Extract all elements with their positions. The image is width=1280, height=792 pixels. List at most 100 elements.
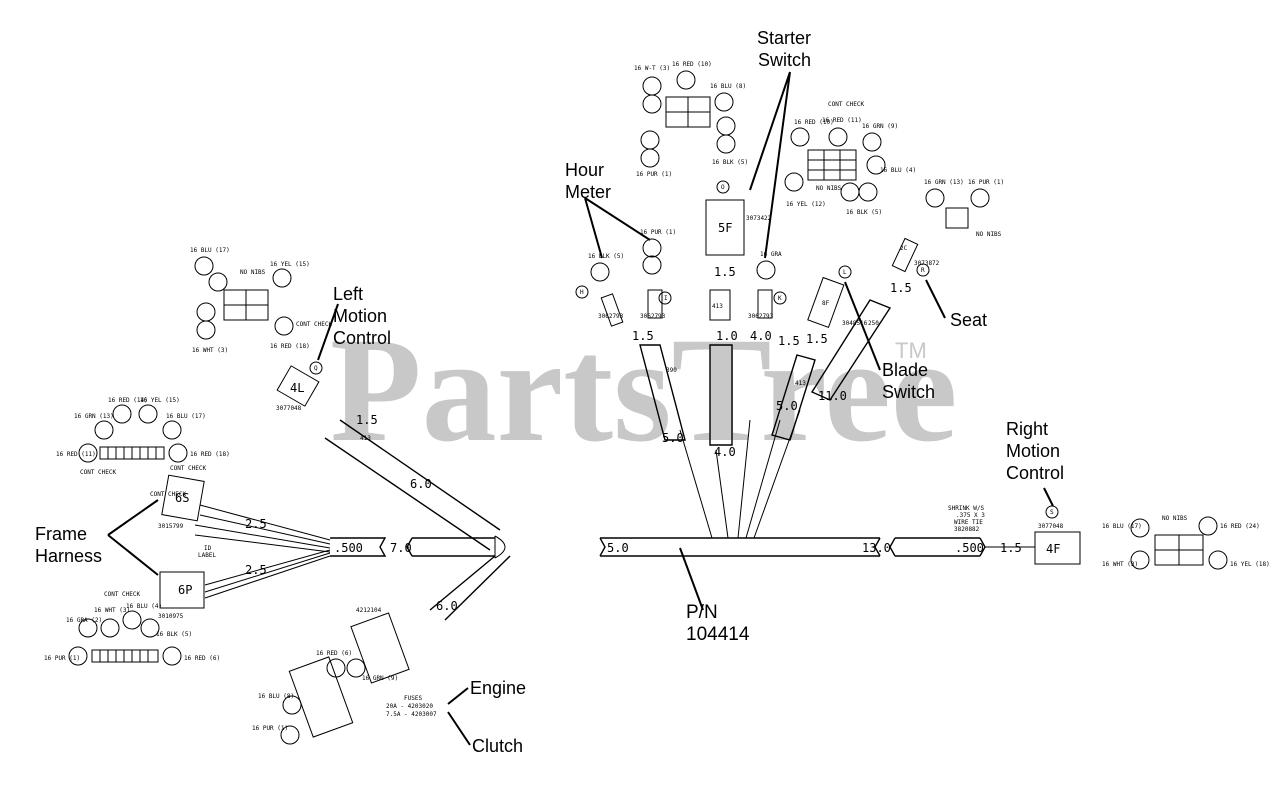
connector-413-starter <box>709 289 731 321</box>
connector-5f <box>705 199 745 256</box>
blade-wire-7: 16 BLK (5) <box>846 209 882 216</box>
hour-wire-0: 16 BLK (5) <box>588 253 624 260</box>
part-3048516: 3048516 <box>842 320 868 327</box>
connector-413-b: 413 <box>795 380 806 387</box>
connector-gra <box>757 289 773 319</box>
connector-2c-label: 2C <box>900 245 908 252</box>
engine-wire-0: 16 RED (6) <box>316 650 352 657</box>
ref-k: K <box>778 295 782 302</box>
frame-top-wire-4: 16 RED (11) <box>56 451 96 458</box>
branch-seat <box>810 299 892 401</box>
dim-4-0: 4.0 <box>714 445 736 459</box>
dim-500-left: .500 <box>334 541 363 555</box>
frame-top-wire-5: 16 RED (18) <box>190 451 230 458</box>
shrink-note-0: SHRINK W/S <box>948 505 985 512</box>
connector-8f-label: 8F <box>822 300 830 307</box>
frame-top-wire-0: 16 GRN (13) <box>74 413 114 420</box>
leader-engine <box>447 687 469 705</box>
frame-bot-wire-6: 16 RED (6) <box>184 655 220 662</box>
frame-bot-wire-3: 16 GRA (2) <box>66 617 102 624</box>
dim-1-5-a: 1.5 <box>632 329 654 343</box>
callout-blade-1: Blade <box>882 360 928 380</box>
dim-1-0: 1.0 <box>716 329 738 343</box>
part-3062793-a: 3062793 <box>598 313 624 320</box>
connector-390: 390 <box>666 367 677 374</box>
starter-wire-2: 16 BLU (8) <box>710 83 746 90</box>
connector-4l-label: 4L <box>290 381 304 395</box>
dim-1-5-b: 1.5 <box>714 265 736 279</box>
callout-labels: Starter Switch Hour Meter Left Motion Co… <box>35 28 1064 756</box>
rmc-wire-3: 16 WHT (3) <box>1102 561 1138 568</box>
rmc-wire-4: 16 YEL (18) <box>1230 561 1270 568</box>
part-3010975: 3010975 <box>158 613 184 620</box>
blade-wire-3: 16 GRN (9) <box>862 123 898 130</box>
hour-meter-detail: 16 BLK (5) 16 PUR (1) 16 GRA <box>588 229 782 282</box>
branch-blade <box>771 354 816 441</box>
trunk-right <box>889 537 986 557</box>
watermark: PartsTree <box>330 307 957 473</box>
dim-1-5-right: 1.5 <box>1000 541 1022 555</box>
connectors: 5F 3073422 413 3062793 3062793 3062793 3… <box>158 199 1081 738</box>
blade-wire-2: 16 RED (11) <box>822 117 862 124</box>
branch-left-motion <box>324 419 501 551</box>
blade-wire-5: 16 YEL (12) <box>786 201 826 208</box>
rmc-wire-2: 16 RED (24) <box>1220 523 1260 530</box>
connector-413-a: 413 <box>712 303 723 310</box>
frame-wires-upper <box>194 504 331 553</box>
dimensions: 5.0 4.0 1.0 4.0 1.5 1.5 1.5 5.0 11.0 6.0… <box>245 265 1022 613</box>
hour-wire-2: 16 GRA <box>760 251 782 258</box>
part-3073872: 3073872 <box>914 260 940 267</box>
watermark-tm: TM <box>895 338 927 363</box>
branch-hour <box>639 344 686 441</box>
connector-5f-label: 5F <box>718 221 732 235</box>
starter-switch-detail: 16 W-T (3) 16 RED (10) 16 BLU (8) 16 BLK… <box>634 61 748 178</box>
rmc-wire-1: NO NIBS <box>1162 515 1188 522</box>
connector-hour-b <box>647 289 663 319</box>
connector-8f <box>807 276 845 329</box>
callout-clutch: Clutch <box>472 736 523 756</box>
ref-s: S <box>1050 509 1054 516</box>
engine-detail: 16 RED (6) 16 BLU (8) 16 GRN (9) 16 PUR … <box>252 650 398 745</box>
callout-seat: Seat <box>950 310 987 330</box>
leader-blade <box>844 281 881 371</box>
connector-6s <box>161 474 205 522</box>
trunk-left-stub <box>330 537 387 557</box>
connector-6p-label: 6P <box>178 583 192 597</box>
part-3073422: 3073422 <box>746 215 772 222</box>
dim-1-5-d: 1.5 <box>778 334 800 348</box>
frame-bot-wire-1: 16 WHT (3) <box>94 607 130 614</box>
connector-6p <box>159 571 205 609</box>
ref-r: R <box>921 267 925 274</box>
id-label-1: LABEL <box>198 552 216 559</box>
callout-blade-2: Switch <box>882 382 935 402</box>
engine-wire-1: 16 BLU (8) <box>258 693 294 700</box>
leader-seat <box>925 279 946 319</box>
callout-engine: Engine <box>470 678 526 698</box>
left-motion-detail: 16 BLU (17) NO NIBS 16 YEL (15) CONT CHE… <box>190 247 333 354</box>
leader-starter <box>749 71 791 259</box>
frame-top-detail: 16 GRN (13) 16 RED (14) 16 YEL (15) 16 B… <box>56 397 230 476</box>
connector-4f-label: 4F <box>1046 542 1060 556</box>
branch-starter <box>709 344 733 446</box>
frame-top-wire-3: 16 BLU (17) <box>166 413 206 420</box>
frame-bot-wire-0: CONT CHECK <box>104 591 141 598</box>
callout-frame-2: Harness <box>35 546 102 566</box>
fuses-note-0: FUSES <box>404 695 422 702</box>
lmc-wire-3: CONT CHECK <box>296 321 333 328</box>
callout-frame-1: Frame <box>35 524 87 544</box>
fuses-note-2: 7.5A - 4203007 <box>386 711 437 718</box>
starter-wire-4: 16 PUR (1) <box>636 171 672 178</box>
connector-4f <box>1034 531 1081 565</box>
dim-1-5-c: 1.5 <box>806 332 828 346</box>
dim-1-5-seat: 1.5 <box>890 281 912 295</box>
callout-hour-1: Hour <box>565 160 604 180</box>
frame-bot-wire-2: 16 BLU (4) <box>126 603 162 610</box>
callout-lmc-2: Motion <box>333 306 387 326</box>
id-label-0: ID <box>204 545 212 552</box>
seat-wire-1: 16 PUR (1) <box>968 179 1004 186</box>
callout-lmc-3: Control <box>333 328 391 348</box>
callout-rmc-3: Control <box>1006 463 1064 483</box>
dim-6-0: 6.0 <box>410 477 432 491</box>
blade-wire-6: NO NIBS <box>816 185 842 192</box>
